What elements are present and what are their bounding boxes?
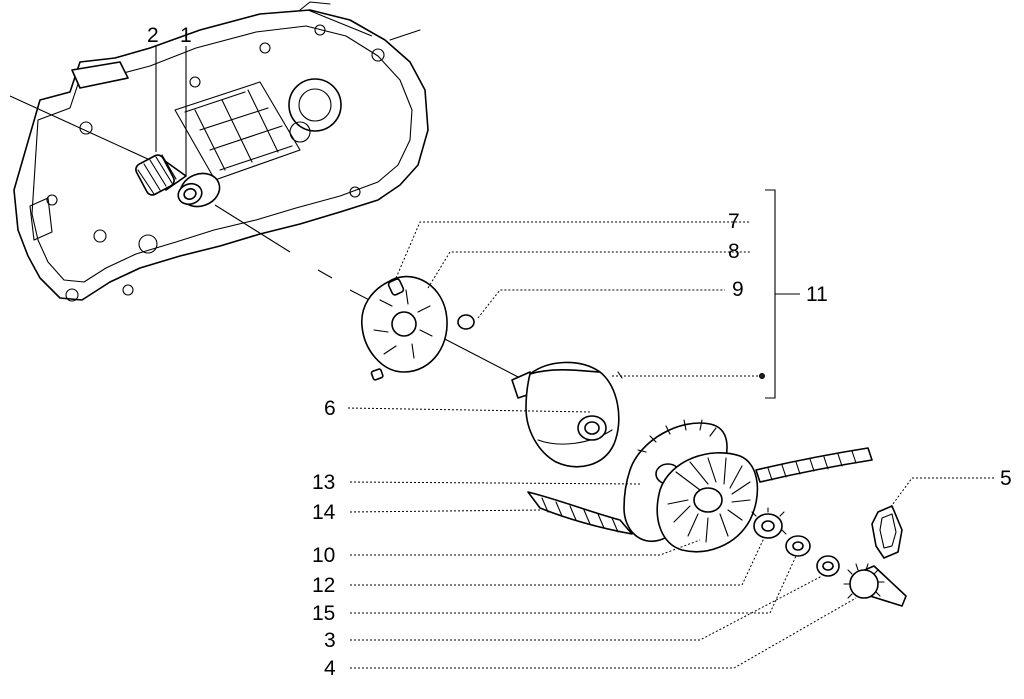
- label-part-1: 1: [180, 24, 192, 47]
- crankcase-housing: [9, 1, 429, 302]
- label-part-11: 11: [806, 283, 828, 306]
- roller-part-9: [457, 314, 475, 330]
- splined-gear-part-2: [135, 154, 187, 196]
- bushing-part-1: [177, 172, 221, 208]
- label-part-14: 14: [312, 501, 336, 524]
- label-part-10: 10: [312, 544, 335, 567]
- fan-pulley-part-10: [656, 452, 759, 553]
- label-part-2: 2: [147, 24, 159, 47]
- label-part-3: 3: [324, 629, 336, 652]
- label-part-5: 5: [1000, 467, 1012, 490]
- label-part-8: 8: [728, 240, 740, 263]
- drive-belt-part-14: [527, 447, 873, 535]
- part-labels: 2 1 7 8 9 11 6 13 14 10 12 15 3 4 5: [147, 24, 1012, 680]
- label-part-7: 7: [728, 210, 740, 233]
- label-part-4: 4: [324, 657, 336, 680]
- label-part-12: 12: [312, 574, 335, 597]
- leader-lines: [155, 46, 994, 669]
- ramp-plate-part-8: [361, 275, 448, 373]
- washer-part-15: [785, 535, 811, 557]
- label-part-9: 9: [732, 278, 744, 301]
- pulley-half-part-6: [511, 361, 623, 468]
- group-bracket: [765, 189, 800, 399]
- shaft-gear-part-4: [843, 563, 907, 607]
- slider-piece: [370, 368, 384, 381]
- label-part-13: 13: [312, 471, 335, 494]
- label-part-6: 6: [324, 397, 336, 420]
- bearing-part-3: [816, 555, 840, 577]
- label-part-15: 15: [312, 602, 335, 625]
- gasket-part-5: [871, 505, 903, 559]
- gear-nut-part-12: [751, 507, 787, 539]
